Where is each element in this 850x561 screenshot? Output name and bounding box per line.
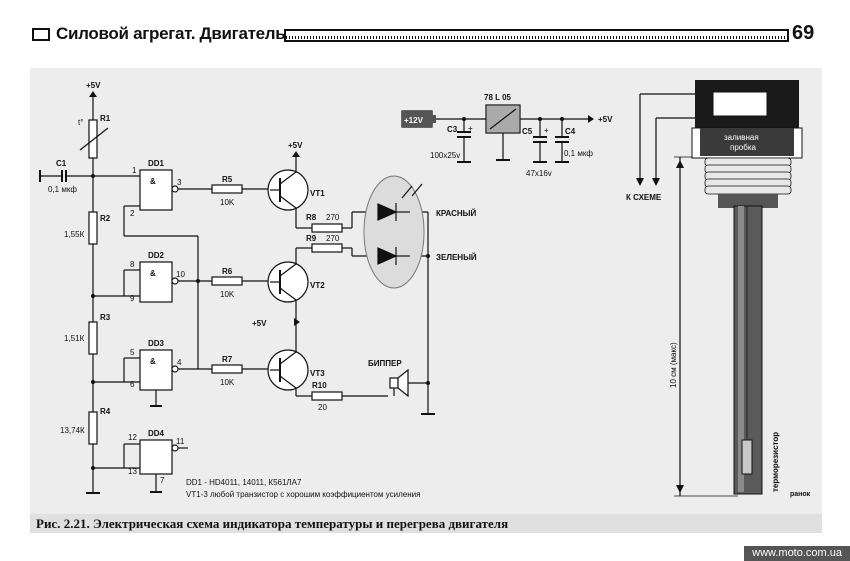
header-rule [284,29,789,42]
regulator-label: 78 L 05 [484,93,512,102]
vt2-label: VT2 [310,281,325,290]
battery-label: +12V [404,116,424,125]
r10-value: 20 [318,403,327,412]
r6-label: R6 [222,267,233,276]
pin-2: 2 [130,209,135,218]
header-box-icon [32,28,50,41]
pin-3: 3 [177,178,182,187]
c1-value: 0,1 мкф [48,185,77,194]
dd2-label: DD2 [148,251,165,260]
figure-caption: Рис. 2.21. Электрическая схема индикатор… [30,514,822,533]
plug-label-line-2: пробка [730,143,756,152]
dd3-amp: & [150,357,156,366]
pin-9: 9 [130,294,135,303]
r4-label: R4 [100,407,111,416]
pin-11: 11 [176,437,185,446]
dd1-amp: & [150,177,156,186]
thermistor-label: терморезистор [771,432,780,492]
pin-6: 6 [130,380,135,389]
c5-label: C5 [522,127,533,136]
r5-label: R5 [222,175,233,184]
to-circuit-label: К СХЕМЕ [626,193,662,202]
c1-label: C1 [56,159,67,168]
website-label[interactable]: www.moto.com.ua [744,546,850,561]
length-label: 10 см (макс) [669,342,678,388]
r10-label: R10 [312,381,327,390]
led-red-label: КРАСНЫЙ [436,209,476,218]
page-number: 69 [792,22,815,44]
vt3-label: VT3 [310,369,325,378]
publisher-logo: ранок [790,491,811,498]
r9-value: 270 [326,234,340,243]
r3-value: 1,51К [64,334,85,343]
r8-value: 270 [326,213,340,222]
dd4-label: DD4 [148,429,165,438]
vt-supply-label: +5V [288,141,303,150]
pin-10: 10 [176,270,185,279]
buzzer-label: БИППЕР [368,359,402,368]
note-line-2: VT1-3 любой транзистор с хорошим коэффиц… [186,490,420,499]
vt1-label: VT1 [310,189,325,198]
dd2-amp: & [150,269,156,278]
r7-value: 10K [220,378,235,387]
r6-value: 10K [220,290,235,299]
dd3-label: DD3 [148,339,165,348]
supply-label-top: +5V [86,81,101,90]
led-green-label: ЗЕЛЕНЫЙ [436,253,477,262]
thermal-symbol: t° [78,118,83,127]
c5-plus: + [544,126,549,135]
c4-label: C4 [565,127,576,136]
r8-label: R8 [306,213,317,222]
dd1-label: DD1 [148,159,165,168]
r7-label: R7 [222,355,233,364]
pin-5: 5 [130,348,135,357]
r1-label: R1 [100,114,111,123]
pin-12: 12 [128,433,137,442]
r5-value: 10K [220,198,235,207]
regulator-output-label: +5V [598,115,613,124]
c3-value: 100х25v [430,151,460,160]
r3-label: R3 [100,313,111,322]
section-title: Силовой агрегат. Двигатель [56,24,286,43]
pin-8: 8 [130,260,135,269]
pin-4: 4 [177,358,182,367]
r2-value: 1,55К [64,230,85,239]
plug-label-line-1: заливная [724,133,759,142]
r4-value: 13,74К [60,426,85,435]
note-line-1: DD1 - HD4011, 14011, К561ЛА7 [186,478,302,487]
c3-label: C3 [447,125,458,134]
c5-value: 47х16v [526,169,552,178]
pin-7: 7 [160,476,165,485]
c4-value: 0,1 мкф [564,149,593,158]
vt-mid-supply-label: +5V [252,319,267,328]
c3-plus: + [468,124,473,133]
page-header: Силовой агрегат. Двигатель 69 [32,22,822,48]
pin-13: 13 [128,467,137,476]
r2-label: R2 [100,214,111,223]
pin-1: 1 [132,166,137,175]
r9-label: R9 [306,234,317,243]
